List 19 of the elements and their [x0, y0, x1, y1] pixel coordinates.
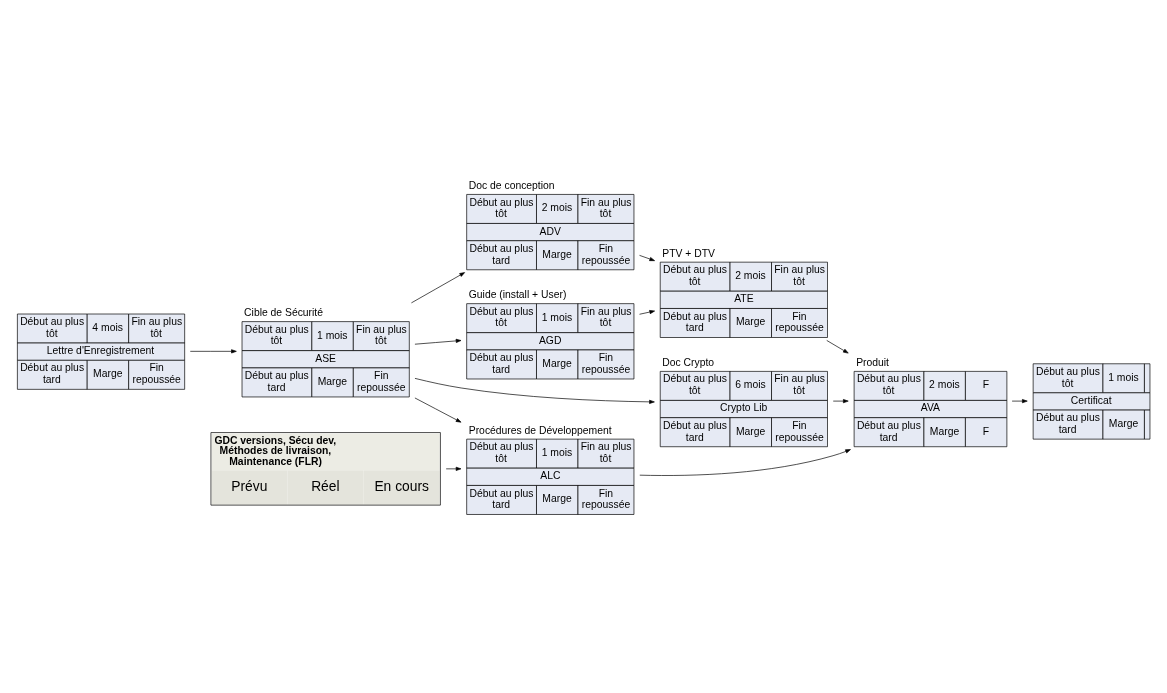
arrow — [414, 378, 655, 404]
arrow — [414, 338, 462, 345]
arrow — [411, 272, 465, 304]
arrow — [414, 397, 462, 423]
arrow — [445, 466, 462, 471]
node-label: Doc de conception — [468, 179, 555, 191]
arrow — [639, 310, 655, 315]
arrow — [1011, 399, 1028, 404]
node-label: Doc Crypto — [662, 356, 715, 368]
arrow — [832, 399, 849, 404]
arrow — [639, 255, 655, 261]
arrow — [826, 340, 849, 354]
arrow — [639, 449, 851, 476]
node-label: Procédures de Développement — [468, 424, 612, 436]
node-label: Produit — [856, 356, 890, 368]
node-label: PTV + DTV — [662, 247, 715, 259]
arrow — [189, 349, 237, 354]
node-label: Guide (install + User) — [468, 289, 567, 301]
node-label: Cible de Sécurité — [244, 307, 323, 319]
